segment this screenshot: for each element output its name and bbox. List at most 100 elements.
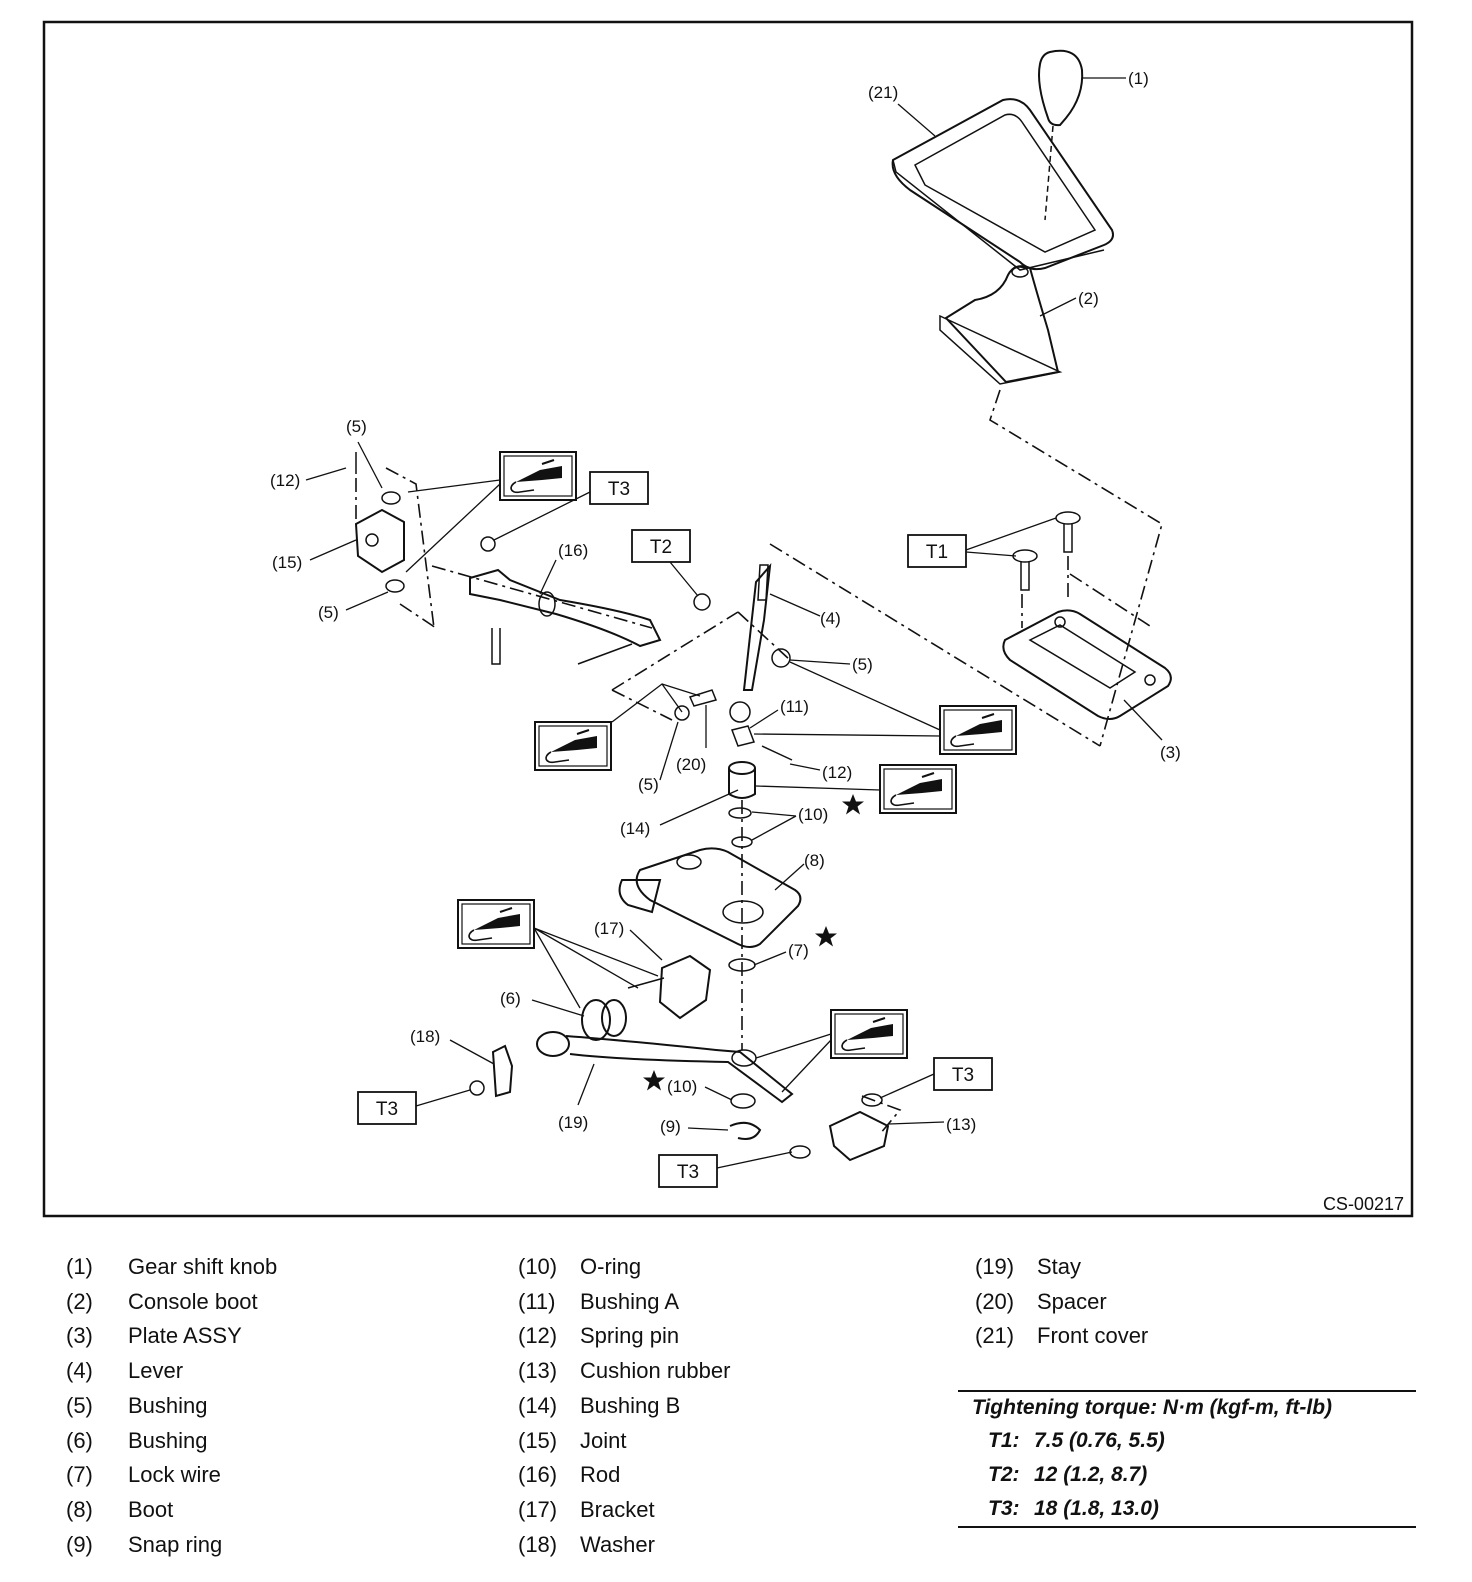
legend-name: Front cover xyxy=(1037,1323,1149,1349)
torque-box-t3-right: T3 xyxy=(879,1057,993,1099)
leader-lines xyxy=(305,77,1163,1131)
legend-item: (20)Spacer xyxy=(975,1285,1148,1320)
callout-12-center: (12) xyxy=(822,763,852,782)
spring-pin-part xyxy=(761,745,793,761)
legend-name: Lever xyxy=(128,1358,184,1384)
legend-name: Console boot xyxy=(128,1288,258,1314)
legend-num: (12) xyxy=(518,1323,558,1349)
callout-11: (11) xyxy=(780,697,809,716)
torque-key: T2: xyxy=(988,1463,1020,1486)
exploded-diagram: T1 T2 T3 T3 T3 T3 (1) (21) (2) (3) (4) (… xyxy=(42,20,1414,1218)
legend-num: (15) xyxy=(518,1427,558,1453)
lever-part xyxy=(729,562,772,723)
legend-name: Plate ASSY xyxy=(128,1323,242,1349)
legend-num: (5) xyxy=(66,1392,93,1418)
legend-name: Lock wire xyxy=(128,1462,221,1488)
legend-num: (7) xyxy=(66,1462,93,1488)
legend-item: (10) O-ring xyxy=(518,1250,730,1285)
torque-box-t3-left: T3 xyxy=(357,1089,471,1125)
star-icon-2 xyxy=(815,926,837,947)
star-icon-3 xyxy=(643,1070,665,1091)
star-icon-1 xyxy=(842,794,864,815)
callout-12-left: (12) xyxy=(270,471,300,490)
grease-marker-4 xyxy=(755,764,957,814)
torque-box-t1: T1 xyxy=(907,517,1057,568)
legend-item: (11)Bushing A xyxy=(518,1285,730,1320)
legend-name: O-ring xyxy=(580,1254,642,1279)
o-ring-part-lower xyxy=(730,1093,756,1109)
legend-name: Bushing A xyxy=(580,1288,680,1314)
torque-title: Tightening torque: N·m (kgf-m, ft-lb) xyxy=(972,1396,1333,1419)
callout-20: (20) xyxy=(676,755,706,774)
callout-13: (13) xyxy=(946,1115,976,1134)
legend-item: (3) Plate ASSY xyxy=(66,1319,277,1354)
grease-marker-1 xyxy=(405,451,577,573)
t1-screws xyxy=(1012,511,1081,591)
torque-box-t3-bottom: T3 xyxy=(658,1151,793,1188)
legend-item: (15) Joint xyxy=(518,1424,730,1459)
legend-num: (8) xyxy=(66,1496,93,1522)
legend-num: (17) xyxy=(518,1496,558,1522)
boot-part xyxy=(618,847,802,948)
legend-name: Bushing xyxy=(128,1392,208,1418)
legend-item: (9)Snap ring xyxy=(66,1528,277,1563)
callout-4: (4) xyxy=(820,609,841,628)
legend-num: (16) xyxy=(518,1462,558,1488)
callout-2: (2) xyxy=(1078,289,1099,308)
legend-name: Rod xyxy=(580,1462,621,1488)
grease-marker-5 xyxy=(457,899,659,1009)
legend-column-2: (10)O-ring (11)Bushing A (12)Spring pin … xyxy=(518,1250,730,1562)
spacer-part xyxy=(674,689,718,721)
front-cover-part xyxy=(891,98,1114,271)
joint-part xyxy=(354,452,405,593)
bushing-a-part xyxy=(731,725,755,747)
legend-item: (16) Rod xyxy=(518,1458,730,1493)
legend-num: (19) xyxy=(975,1254,1015,1279)
svg-text:T3: T3 xyxy=(952,1065,974,1086)
legend-item: (21)Front cover xyxy=(975,1319,1148,1354)
legend-num: (1) xyxy=(66,1254,93,1279)
callout-21: (21) xyxy=(868,83,898,102)
torque-row: T2:12 (1.2, 8.7) xyxy=(958,1458,1416,1492)
plate-assy-part xyxy=(1002,609,1172,720)
legend-name: Joint xyxy=(580,1427,627,1453)
legend-item: (6)Bushing xyxy=(66,1424,277,1459)
svg-text:T3: T3 xyxy=(677,1162,699,1183)
torque-row: T1: 7.5 (0.76, 5.5) xyxy=(958,1424,1416,1458)
torque-row: T3:18 (1.8, 13.0) xyxy=(958,1492,1416,1526)
callout-5-left: (5) xyxy=(318,603,339,622)
cushion-rubber-part xyxy=(789,1093,890,1162)
svg-text:T1: T1 xyxy=(926,542,948,563)
legend-item: (5) Bushing xyxy=(66,1389,277,1424)
torque-value: 18 (1.8, 13.0) xyxy=(1034,1497,1159,1520)
legend-item: (19) Stay xyxy=(975,1250,1148,1285)
legend-num: (3) xyxy=(66,1323,93,1349)
legend-item: (7) Lock wire xyxy=(66,1458,277,1493)
callout-18: (18) xyxy=(410,1027,440,1046)
callout-5-lever: (5) xyxy=(852,655,873,674)
bushing-part-lever xyxy=(771,648,791,668)
legend-name: Spacer xyxy=(1037,1288,1107,1314)
grease-marker-6 xyxy=(755,1009,908,1093)
torque-value: 7.5 (0.76, 5.5) xyxy=(1034,1429,1165,1452)
legend-name: Boot xyxy=(128,1496,174,1522)
svg-text:T2: T2 xyxy=(650,537,672,558)
legend-name: Washer xyxy=(580,1531,655,1557)
o-ring-part-upper-1 xyxy=(728,807,752,819)
callout-3: (3) xyxy=(1160,743,1181,762)
svg-text:T3: T3 xyxy=(608,479,630,500)
legend-num: (2) xyxy=(66,1288,93,1314)
legend-item: (1)Gear shift knob xyxy=(66,1250,277,1285)
legend-name: Bracket xyxy=(580,1496,655,1522)
callout-10-upper: (10) xyxy=(798,805,828,824)
legend-name: Stay xyxy=(1037,1254,1082,1279)
legend-name: Spring pin xyxy=(580,1323,680,1349)
legend-item: (14)Bushing B xyxy=(518,1389,730,1424)
legend-column-3: (19) Stay (20)Spacer (21)Front cover xyxy=(975,1250,1148,1354)
callout-8: (8) xyxy=(804,851,825,870)
legend-item: (17) Bracket xyxy=(518,1493,730,1528)
console-boot-part xyxy=(939,265,1063,385)
svg-text:T3: T3 xyxy=(376,1099,398,1120)
torque-key: T1: xyxy=(988,1429,1020,1452)
legend-num: (10) xyxy=(518,1254,558,1279)
